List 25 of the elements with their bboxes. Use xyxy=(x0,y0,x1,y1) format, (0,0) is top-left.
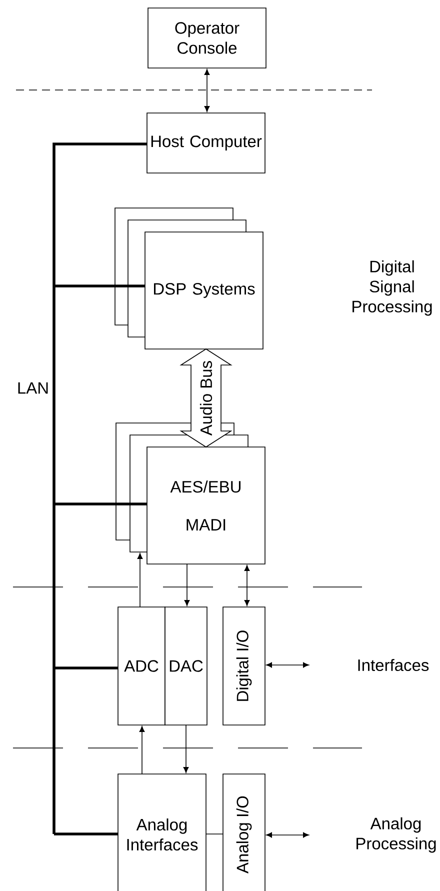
section-label: Analog Processing xyxy=(356,817,436,853)
arrow xyxy=(204,69,210,112)
interface-box: Analog Interfaces xyxy=(118,774,206,891)
arrow xyxy=(183,724,189,773)
bus-branch xyxy=(54,666,118,670)
arrow xyxy=(244,565,250,606)
bus-line xyxy=(52,142,147,834)
computer-box: Host Computer xyxy=(146,112,266,174)
arrow xyxy=(184,564,190,606)
arrow xyxy=(137,553,143,608)
board-stack: DSP Systems xyxy=(114,208,264,350)
arrow xyxy=(266,832,309,838)
bus-branch xyxy=(54,502,147,506)
bus-branch xyxy=(54,832,118,836)
section-label: LAN xyxy=(18,382,48,394)
converter-box: ADC xyxy=(118,606,166,726)
arrow xyxy=(266,662,309,668)
converter-box: DAC xyxy=(164,606,208,726)
section-label: Digital Signal Processing xyxy=(352,260,432,316)
section-label: Interfaces xyxy=(358,658,429,672)
arrow xyxy=(139,726,145,774)
io-box: Digital I/O xyxy=(222,606,266,726)
console-box: Operator Console xyxy=(148,8,266,68)
io-box: Analog I/O xyxy=(222,774,266,891)
bus-branch xyxy=(54,284,145,288)
